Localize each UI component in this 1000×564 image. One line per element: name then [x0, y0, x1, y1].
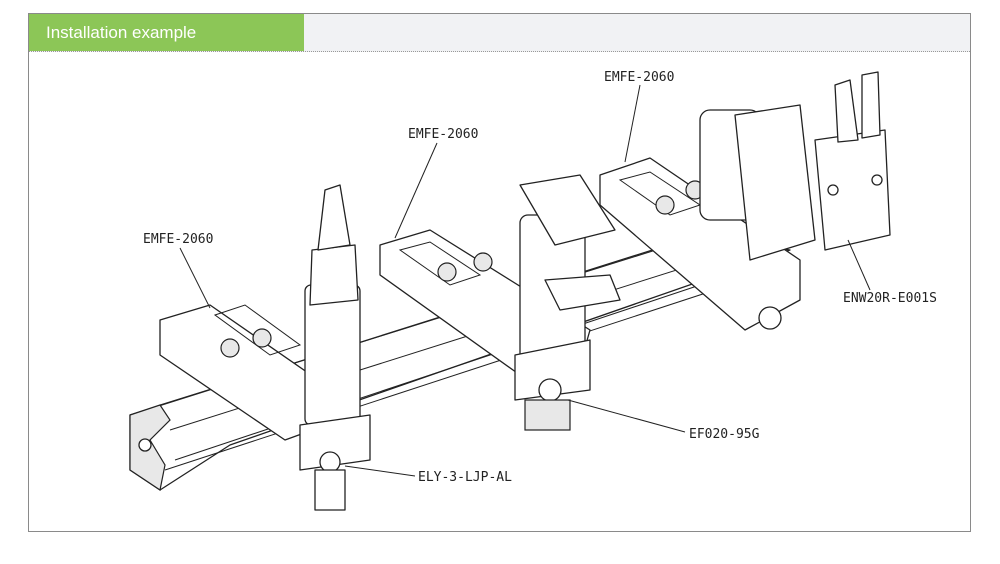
bracket-left	[159, 304, 341, 441]
section-header: Installation example	[29, 14, 970, 52]
label-gripper-left: ELY-3-LJP-AL	[418, 470, 512, 485]
gripper-right	[699, 71, 891, 261]
leader-lines	[179, 84, 871, 477]
label-bracket-right: EMFE-2060	[604, 70, 674, 85]
section-title: Installation example	[29, 14, 304, 51]
label-fitting-middle: EF020-95G	[689, 427, 760, 442]
bracket-right	[599, 157, 801, 331]
label-bracket-left: EMFE-2060	[143, 232, 213, 247]
installation-example-panel: Installation example	[28, 13, 971, 532]
suction-unit-middle	[514, 174, 621, 431]
label-bracket-middle: EMFE-2060	[408, 127, 478, 142]
label-gripper-right: ENW20R-E001S	[843, 291, 937, 306]
gripper-left	[299, 184, 371, 511]
